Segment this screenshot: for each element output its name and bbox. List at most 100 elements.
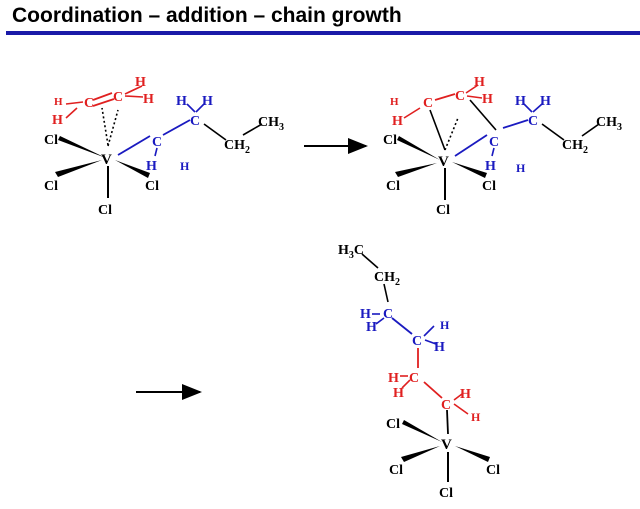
chain-bond [502,119,529,129]
chlorine-atom: Cl [482,179,496,194]
hydrogen-atom: H [393,386,404,401]
hydrogen-atom: H [180,159,190,173]
chlorine-atom: Cl [386,179,400,194]
chain-ch-bond [186,103,196,113]
chlorine-atom: Cl [486,463,500,478]
methyl-group: CH3 [258,115,284,133]
chain-bond [581,123,600,137]
hydrogen-atom: H [360,307,371,322]
chlorine-atom: Cl [389,463,403,478]
monomer-ch-bond [65,101,84,105]
monomer-ch-bond [465,84,479,94]
title-underline [6,31,640,35]
hydrogen-atom: H [392,114,403,129]
methylene-group: CH2 [562,138,588,156]
vanadium-atom: V [438,154,449,170]
hydrogen-atom: H [434,340,445,355]
forming-bond [429,109,446,151]
chain-ch-bond [195,103,205,113]
monomer-carbon: C [423,96,433,111]
monomer-carbon: C [409,371,419,386]
hydrogen-atom: H [176,94,187,109]
hydrogen-atom: H [143,92,154,107]
chain-bond [203,123,227,141]
chlorine-atom: Cl [145,179,159,194]
chain-bond [391,317,413,335]
methylene-group: CH2 [224,138,250,156]
chlorine-atom: Cl [44,133,58,148]
chain-bond [162,119,191,136]
monomer-carbon: C [113,90,123,105]
hydrogen-atom: H [482,92,493,107]
structure-insertion-state: V Cl Cl Cl Cl C C H H H H C C H H H H CH… [383,75,622,218]
hydrogen-atom: H [516,161,526,175]
chain-ch-bond [424,339,437,345]
vanadium-atom: V [101,152,112,168]
hydrogen-atom: H [135,75,146,90]
chlorine-atom: Cl [386,417,400,432]
monomer-ch-bond [466,95,483,99]
hashed-bond-icon [397,136,440,160]
coordination-bond [101,107,109,146]
methylene-group: CH2 [374,270,400,288]
v-c-bond [454,134,488,157]
wedge-bond-icon [115,160,150,178]
chain-ch-bond [375,317,385,325]
hydrogen-atom: H [390,96,399,108]
monomer-ch-bond [401,379,411,389]
v-c-bond [117,135,151,156]
monomer-double-bond [92,92,113,101]
monomer-ch-bond [124,85,143,95]
chain-carbon: C [152,135,162,150]
chain-carbon: C [528,114,538,129]
hydrogen-atom: H [440,318,450,332]
chain-bond [242,123,263,136]
monomer-carbon: C [441,398,451,413]
chain-ch-bond [154,147,158,157]
chain-ch-bond [423,325,435,337]
hydrogen-atom: H [54,96,63,108]
chain-carbon: C [489,135,499,150]
chain-ch-bond [532,103,543,113]
chain-carbon: C [190,114,200,129]
monomer-ch-bond [65,107,78,119]
chlorine-atom: Cl [383,133,397,148]
slide-title: Coordination – addition – chain growth [12,4,402,27]
monomer-ch-bond [453,393,463,401]
hydrogen-atom: H [485,159,496,174]
hydrogen-atom: H [515,94,526,109]
structure-pi-complex: V Cl Cl Cl Cl C C H H H H C C H H H H CH… [44,75,284,218]
coordination-bond [444,117,459,151]
hydrogen-atom: H [460,387,471,402]
hydrogen-atom: H [202,94,213,109]
forming-bond [469,99,497,131]
hydrogen-atom: H [474,75,485,90]
chain-ch-bond [491,147,495,157]
hydrogen-atom: H [388,371,399,386]
hashed-bond-icon [402,420,442,442]
chain-carbon: C [412,334,422,349]
wedge-bond-icon [401,446,440,462]
methyl-group: H3C [338,243,364,261]
hashed-bond-icon [58,136,106,158]
hydrogen-atom: H [471,410,481,424]
vanadium-atom: V [441,437,452,453]
wedge-bond-icon [455,446,490,462]
wedge-bond-icon [55,160,102,177]
hydrogen-atom: H [540,94,551,109]
hydrogen-atom: H [52,113,63,128]
monomer-ch-bond [453,403,469,415]
monomer-double-bond [92,98,115,107]
coordination-bond [107,109,119,147]
chain-bond [383,283,389,303]
chlorine-atom: Cl [98,203,112,218]
monomer-carbon: C [84,96,94,111]
chain-ch-bond [523,103,533,113]
chlorine-atom: Cl [436,203,450,218]
methyl-group: CH3 [596,115,622,133]
monomer-ch-bond [124,95,144,98]
monomer-ch-bond [403,107,421,119]
chain-bond [541,123,565,141]
wedge-bond-icon [395,163,437,177]
